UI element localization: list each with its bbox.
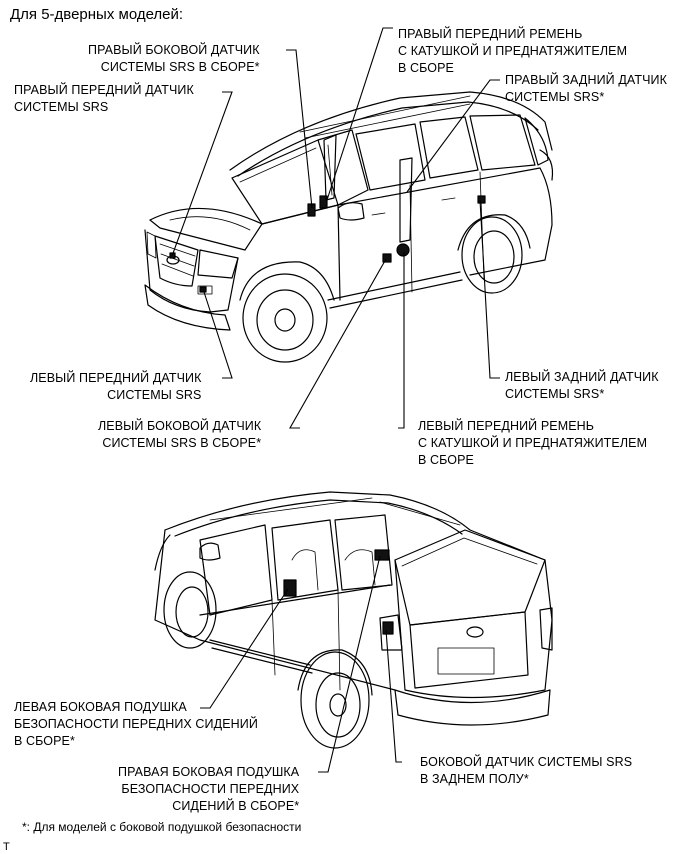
footnote: *: Для моделей с боковой подушкой безопа… xyxy=(22,820,302,834)
leader-lines xyxy=(171,27,500,773)
suv-rear-three-quarter-icon xyxy=(154,491,553,749)
label-left-front-belt: ЛЕВЫЙ ПЕРЕДНИЙ РЕМЕНЬ С КАТУШКОЙ И ПРЕДН… xyxy=(418,419,648,467)
label-right-rear-sensor: ПРАВЫЙ ЗАДНИЙ ДАТЧИК СИСТЕМЫ SRS* xyxy=(505,73,667,104)
label-left-seat-airbag: ЛЕВАЯ БОКОВАЯ ПОДУШКА БЕЗОПАСНОСТИ ПЕРЕД… xyxy=(14,700,258,748)
label-right-front-sensor: ПРАВЫЙ ПЕРЕДНИЙ ДАТЧИК СИСТЕМЫ SRS xyxy=(14,83,194,114)
label-left-front-sensor: ЛЕВЫЙ ПЕРЕДНИЙ ДАТЧИК СИСТЕМЫ SRS xyxy=(30,371,202,402)
corner-mark: T xyxy=(3,841,10,853)
label-right-front-belt: ПРАВЫЙ ПЕРЕДНИЙ РЕМЕНЬ С КАТУШКОЙ И ПРЕД… xyxy=(398,27,628,75)
page-title: Для 5-дверных моделей: xyxy=(10,6,184,23)
label-left-side-sensor: ЛЕВЫЙ БОКОВОЙ ДАТЧИК СИСТЕМЫ SRS В СБОРЕ… xyxy=(98,419,262,450)
suv-front-three-quarter-icon xyxy=(144,91,554,363)
label-rear-floor-sensor: БОКОВОЙ ДАТЧИК СИСТЕМЫ SRS В ЗАДНЕМ ПОЛУ… xyxy=(420,755,633,786)
label-left-rear-sensor: ЛЕВЫЙ ЗАДНИЙ ДАТЧИК СИСТЕМЫ SRS* xyxy=(505,370,659,401)
label-right-seat-airbag: ПРАВАЯ БОКОВАЯ ПОДУШКА БЕЗОПАСНОСТИ ПЕРЕ… xyxy=(118,765,300,813)
label-right-side-sensor: ПРАВЫЙ БОКОВОЙ ДАТЧИК СИСТЕМЫ SRS В СБОР… xyxy=(88,43,260,74)
